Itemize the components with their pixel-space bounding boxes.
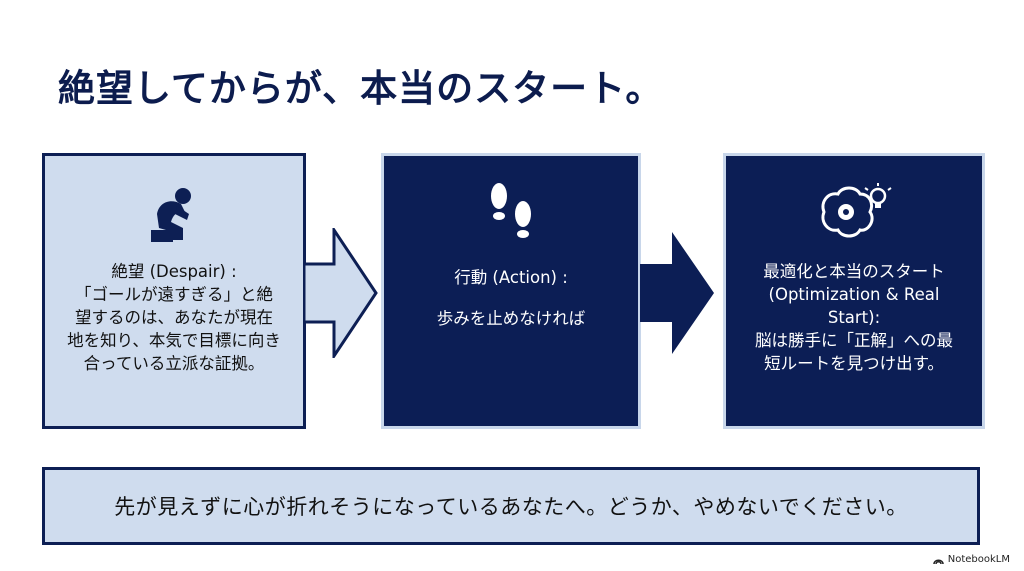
step-despair-box: 絶望 (Despair) : 「ゴールが遠すぎる」と絶望するのは、あなたが現在地… [42, 153, 306, 429]
brand-label: NotebookLM [947, 554, 1010, 565]
notebooklm-logo-icon [933, 559, 944, 564]
footprints-icon [481, 182, 541, 248]
step-optimization-box: 最適化と本当のスタート (Optimization & Real Start):… [723, 153, 985, 429]
brain-gear-lightbulb-icon [816, 182, 892, 248]
brand-watermark: NotebookLM [933, 554, 1010, 565]
step-optimization-heading: 最適化と本当のスタート (Optimization & Real Start): [763, 262, 945, 327]
step-optimization-body: 脳は勝手に「正解」への最短ルートを見つけ出す。 [755, 331, 953, 373]
arrow-right-icon [640, 232, 714, 354]
step-action-heading: 行動 (Action) : [454, 268, 568, 287]
step-despair-body: 「ゴールが遠すぎる」と絶望するのは、あなたが現在地を知り、本気で目標に向き合って… [67, 285, 281, 373]
message-text: 先が見えずに心が折れそうになっているあなたへ。どうか、やめないでください。 [114, 495, 908, 519]
arrow-right-icon [304, 228, 378, 358]
page-title: 絶望してからが、本当のスタート。 [58, 67, 664, 110]
message-box: 先が見えずに心が折れそうになっているあなたへ。どうか、やめないでください。 [42, 467, 980, 545]
step-despair-heading: 絶望 (Despair) : [111, 262, 237, 281]
step-action-box: 行動 (Action) : 歩みを止めなければ [381, 153, 641, 429]
step-action-body: 歩みを止めなければ [436, 309, 586, 328]
despair-person-icon [143, 182, 205, 248]
